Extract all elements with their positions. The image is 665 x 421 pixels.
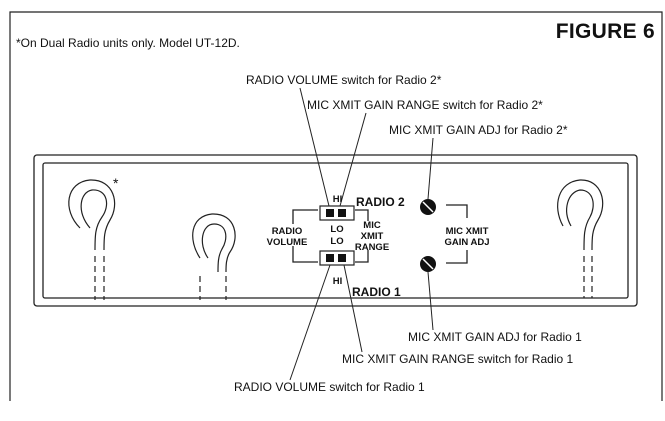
- callout-mic-adj-r1: MIC XMIT GAIN ADJ for Radio 1: [408, 330, 582, 344]
- lo-top-label: LO: [330, 224, 344, 235]
- mic-xmit-range-label: MIC XMIT RANGE: [352, 220, 392, 253]
- radio-panel: [33, 154, 638, 307]
- hi-bottom-label: HI: [332, 276, 343, 287]
- lo-bottom-label: LO: [330, 236, 344, 247]
- radio1-label: RADIO 1: [352, 285, 401, 299]
- radio2-switch: [319, 205, 355, 221]
- gain-adj-line2: GAIN ADJ: [444, 237, 490, 248]
- mic-range-line1: MIC: [363, 220, 381, 231]
- radio-volume-line1: RADIO: [271, 226, 303, 237]
- dual-radio-note: *On Dual Radio units only. Model UT-12D.: [16, 36, 240, 50]
- callout-mic-range-r1: MIC XMIT GAIN RANGE switch for Radio 1: [342, 352, 574, 366]
- callout-radio-volume-r1: RADIO VOLUME switch for Radio 1: [234, 380, 425, 394]
- gain-adj-line1: MIC XMIT: [445, 226, 489, 237]
- callout-radio-volume-r2: RADIO VOLUME switch for Radio 2*: [246, 73, 442, 87]
- label-brackets: [292, 204, 468, 264]
- mic-hook-right: [557, 179, 604, 298]
- hi-top-label: HI: [332, 194, 343, 205]
- mic-range-line3: RANGE: [354, 242, 390, 253]
- leader-lines: [289, 87, 434, 381]
- radio2-label: RADIO 2: [356, 195, 405, 209]
- radio-volume-line2: VOLUME: [266, 237, 308, 248]
- mic-range-line2: XMIT: [360, 231, 384, 242]
- mic-hook-left: [68, 179, 116, 300]
- mic-hook-center: [192, 213, 236, 300]
- radio2-gain-knob: [420, 199, 436, 215]
- figure-title: FIGURE 6: [555, 20, 655, 43]
- radio-volume-label: RADIO VOLUME: [262, 226, 312, 248]
- radio1-switch: [319, 250, 355, 266]
- asterisk-mark: *: [113, 175, 119, 191]
- mic-xmit-gain-adj-label: MIC XMIT GAIN ADJ: [440, 226, 494, 248]
- page-frame: [9, 11, 663, 401]
- callout-mic-adj-r2: MIC XMIT GAIN ADJ for Radio 2*: [389, 123, 568, 137]
- callout-mic-range-r2: MIC XMIT GAIN RANGE switch for Radio 2*: [307, 98, 543, 112]
- radio1-gain-knob: [420, 256, 436, 272]
